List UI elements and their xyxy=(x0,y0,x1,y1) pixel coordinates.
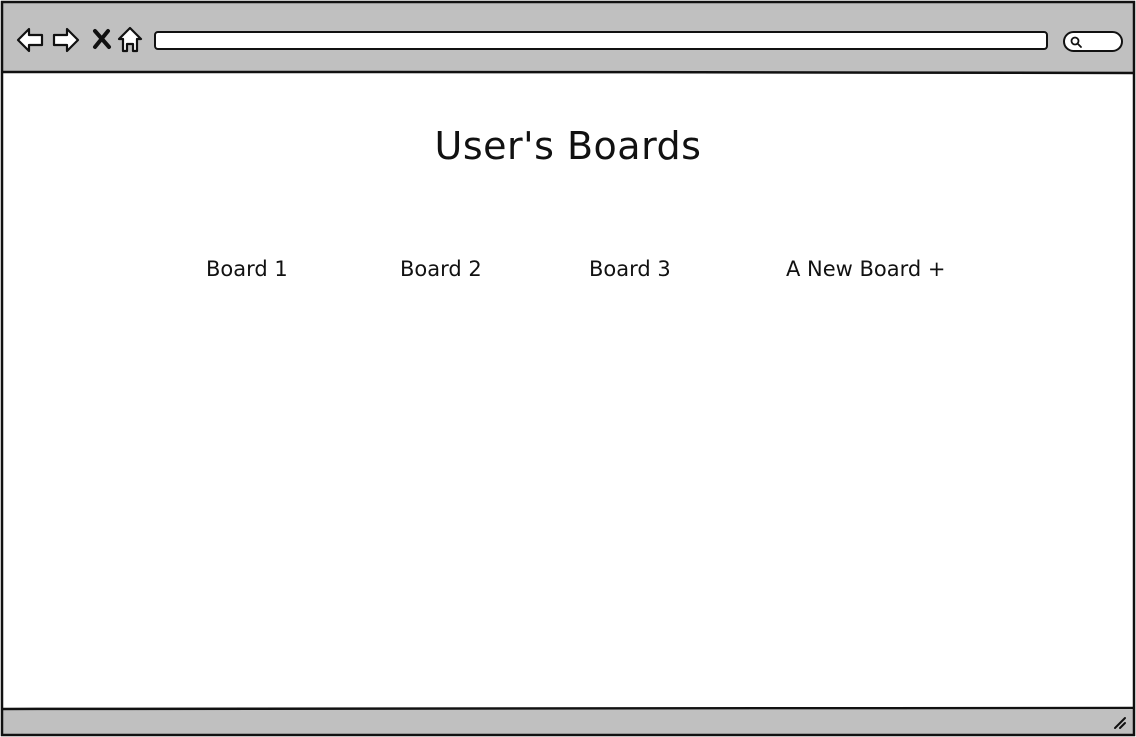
resize-grip[interactable] xyxy=(1111,714,1127,730)
back-arrow-icon xyxy=(16,27,44,53)
forward-button[interactable] xyxy=(51,25,81,55)
board-link-3[interactable]: Board 3 xyxy=(589,257,671,281)
search-icon xyxy=(1070,36,1082,48)
home-button[interactable] xyxy=(115,25,145,55)
board-link-2[interactable]: Board 2 xyxy=(400,257,482,281)
forward-arrow-icon xyxy=(52,27,80,53)
back-button[interactable] xyxy=(15,25,45,55)
stop-button[interactable] xyxy=(87,25,117,55)
home-icon xyxy=(117,26,143,53)
board-link-1[interactable]: Board 1 xyxy=(206,257,288,281)
resize-grip-icon xyxy=(1114,717,1126,729)
status-bar xyxy=(3,710,1133,734)
browser-toolbar xyxy=(3,3,1133,72)
search-field[interactable] xyxy=(1063,31,1123,52)
new-board-link[interactable]: A New Board + xyxy=(786,257,946,281)
address-bar[interactable] xyxy=(154,31,1048,50)
page-title: User's Boards xyxy=(434,124,702,168)
page-content: User's Boards Board 1 Board 2 Board 3 A … xyxy=(3,74,1133,708)
close-icon xyxy=(93,29,111,49)
